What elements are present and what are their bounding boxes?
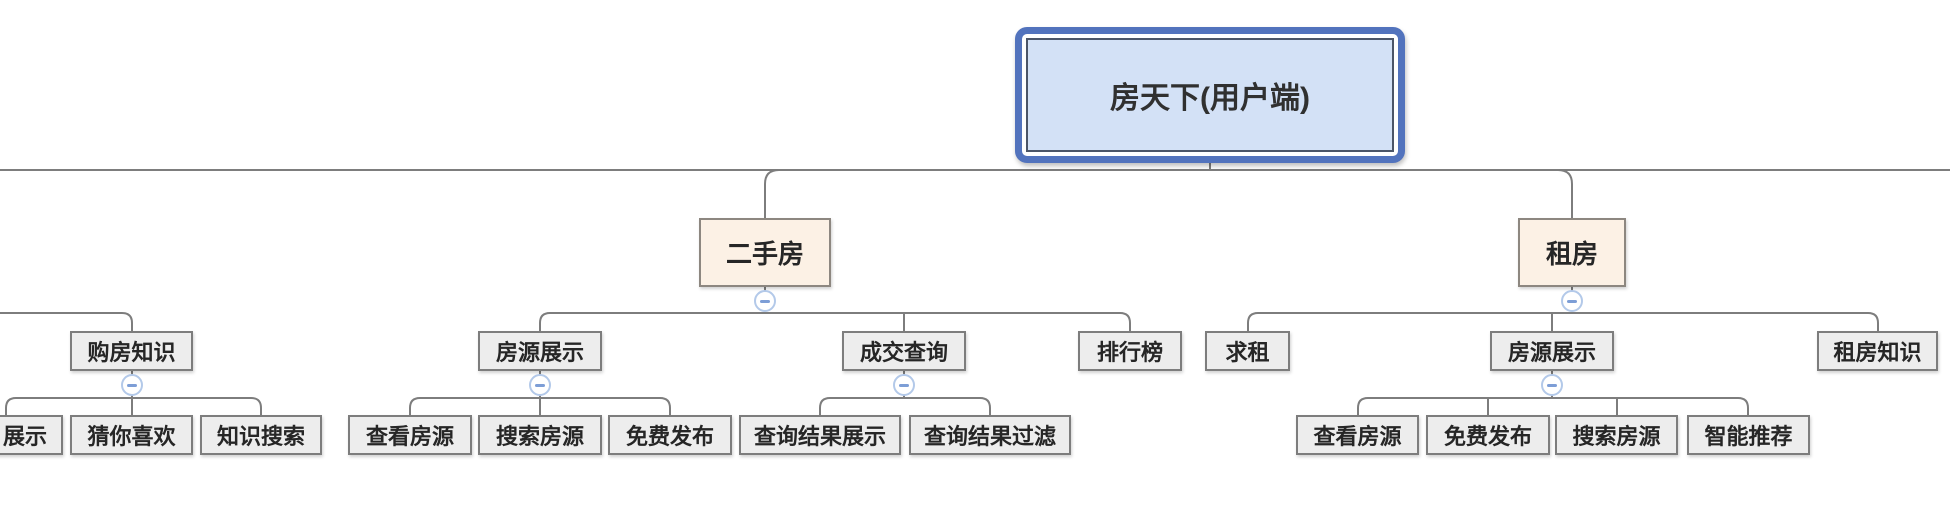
root-node-frame: 房天下(用户端) (1026, 38, 1394, 152)
minus-icon (1547, 383, 1557, 387)
minus-icon (899, 383, 909, 387)
node-rent-knowledge[interactable]: 租房知识 (1817, 331, 1938, 371)
node-rent-seek[interactable]: 求租 (1205, 331, 1290, 371)
node-label: 购房知识 (87, 340, 176, 365)
node-label: 免费发布 (625, 424, 714, 449)
connector-esf-children-rail (539, 312, 1131, 331)
node-search-listing-esf[interactable]: 搜索房源 (478, 415, 602, 455)
collapse-button-buying-knowledge[interactable] (121, 374, 143, 396)
node-label: 查看房源 (365, 424, 454, 449)
connector-deal-query-children-rail (819, 397, 991, 415)
minus-icon (535, 383, 545, 387)
node-knowledge-search[interactable]: 知识搜索 (200, 415, 322, 455)
node-label: 免费发布 (1443, 424, 1532, 449)
node-buying-knowledge[interactable]: 购房知识 (70, 331, 193, 371)
node-label: 排行榜 (1096, 340, 1163, 365)
node-label: 二手房 (725, 239, 804, 269)
collapse-button-listing-display-rent[interactable] (1541, 374, 1563, 396)
connector-buying-knowledge-children-rail (5, 397, 262, 415)
node-second-hand-house[interactable]: 二手房 (699, 218, 831, 287)
connector-listing-rent-children-rail (1357, 397, 1749, 415)
node-label: 展示 (2, 424, 47, 449)
node-ranking[interactable]: 排行榜 (1078, 331, 1182, 371)
node-deal-query[interactable]: 成交查询 (842, 331, 966, 371)
node-label: 查询结果过滤 (923, 424, 1056, 449)
node-search-listing-rent[interactable]: 搜索房源 (1555, 415, 1678, 455)
node-rent-house[interactable]: 租房 (1518, 218, 1626, 287)
node-root[interactable]: 房天下(用户端) (1015, 27, 1405, 163)
node-label: 查看房源 (1313, 424, 1402, 449)
node-label: 求租 (1225, 340, 1270, 365)
connector-elbow-rent-house (1557, 169, 1573, 218)
node-query-result-display[interactable]: 查询结果展示 (739, 415, 901, 455)
minus-icon (127, 383, 137, 387)
node-label: 知识搜索 (216, 424, 305, 449)
node-label: 房源展示 (495, 340, 584, 365)
minus-icon (1567, 299, 1577, 303)
collapse-button-rent-house[interactable] (1561, 290, 1583, 312)
node-label: 租房知识 (1833, 340, 1922, 365)
node-label: 猜你喜欢 (87, 424, 176, 449)
node-label: 搜索房源 (1572, 424, 1661, 449)
node-view-listing-esf[interactable]: 查看房源 (348, 415, 472, 455)
node-label: 查询结果展示 (753, 424, 886, 449)
collapse-button-deal-query[interactable] (893, 374, 915, 396)
collapse-button-second-hand-house[interactable] (754, 290, 776, 312)
node-label: 房天下(用户端) (1110, 82, 1310, 115)
node-guess-you-like[interactable]: 猜你喜欢 (70, 415, 193, 455)
node-listing-display-esf[interactable]: 房源展示 (478, 331, 602, 371)
node-smart-recommend[interactable]: 智能推荐 (1687, 415, 1810, 455)
connector-left-parent-rail (0, 312, 133, 331)
connector-elbow-second-hand-house (764, 169, 780, 218)
node-label: 搜索房源 (495, 424, 584, 449)
minus-icon (760, 299, 770, 303)
node-free-publish-rent[interactable]: 免费发布 (1426, 415, 1550, 455)
collapse-button-listing-display-esf[interactable] (529, 374, 551, 396)
node-label: 智能推荐 (1704, 424, 1793, 449)
node-label: 成交查询 (859, 340, 948, 365)
node-listing-display-rent[interactable]: 房源展示 (1490, 331, 1614, 371)
connector-rent-children-rail (1247, 312, 1879, 331)
node-display-clipped[interactable]: 展示 (0, 415, 63, 455)
node-view-listing-rent[interactable]: 查看房源 (1296, 415, 1419, 455)
node-label: 房源展示 (1507, 340, 1596, 365)
node-free-publish-esf[interactable]: 免费发布 (608, 415, 732, 455)
node-query-result-filter[interactable]: 查询结果过滤 (909, 415, 1071, 455)
node-label: 租房 (1545, 239, 1598, 269)
